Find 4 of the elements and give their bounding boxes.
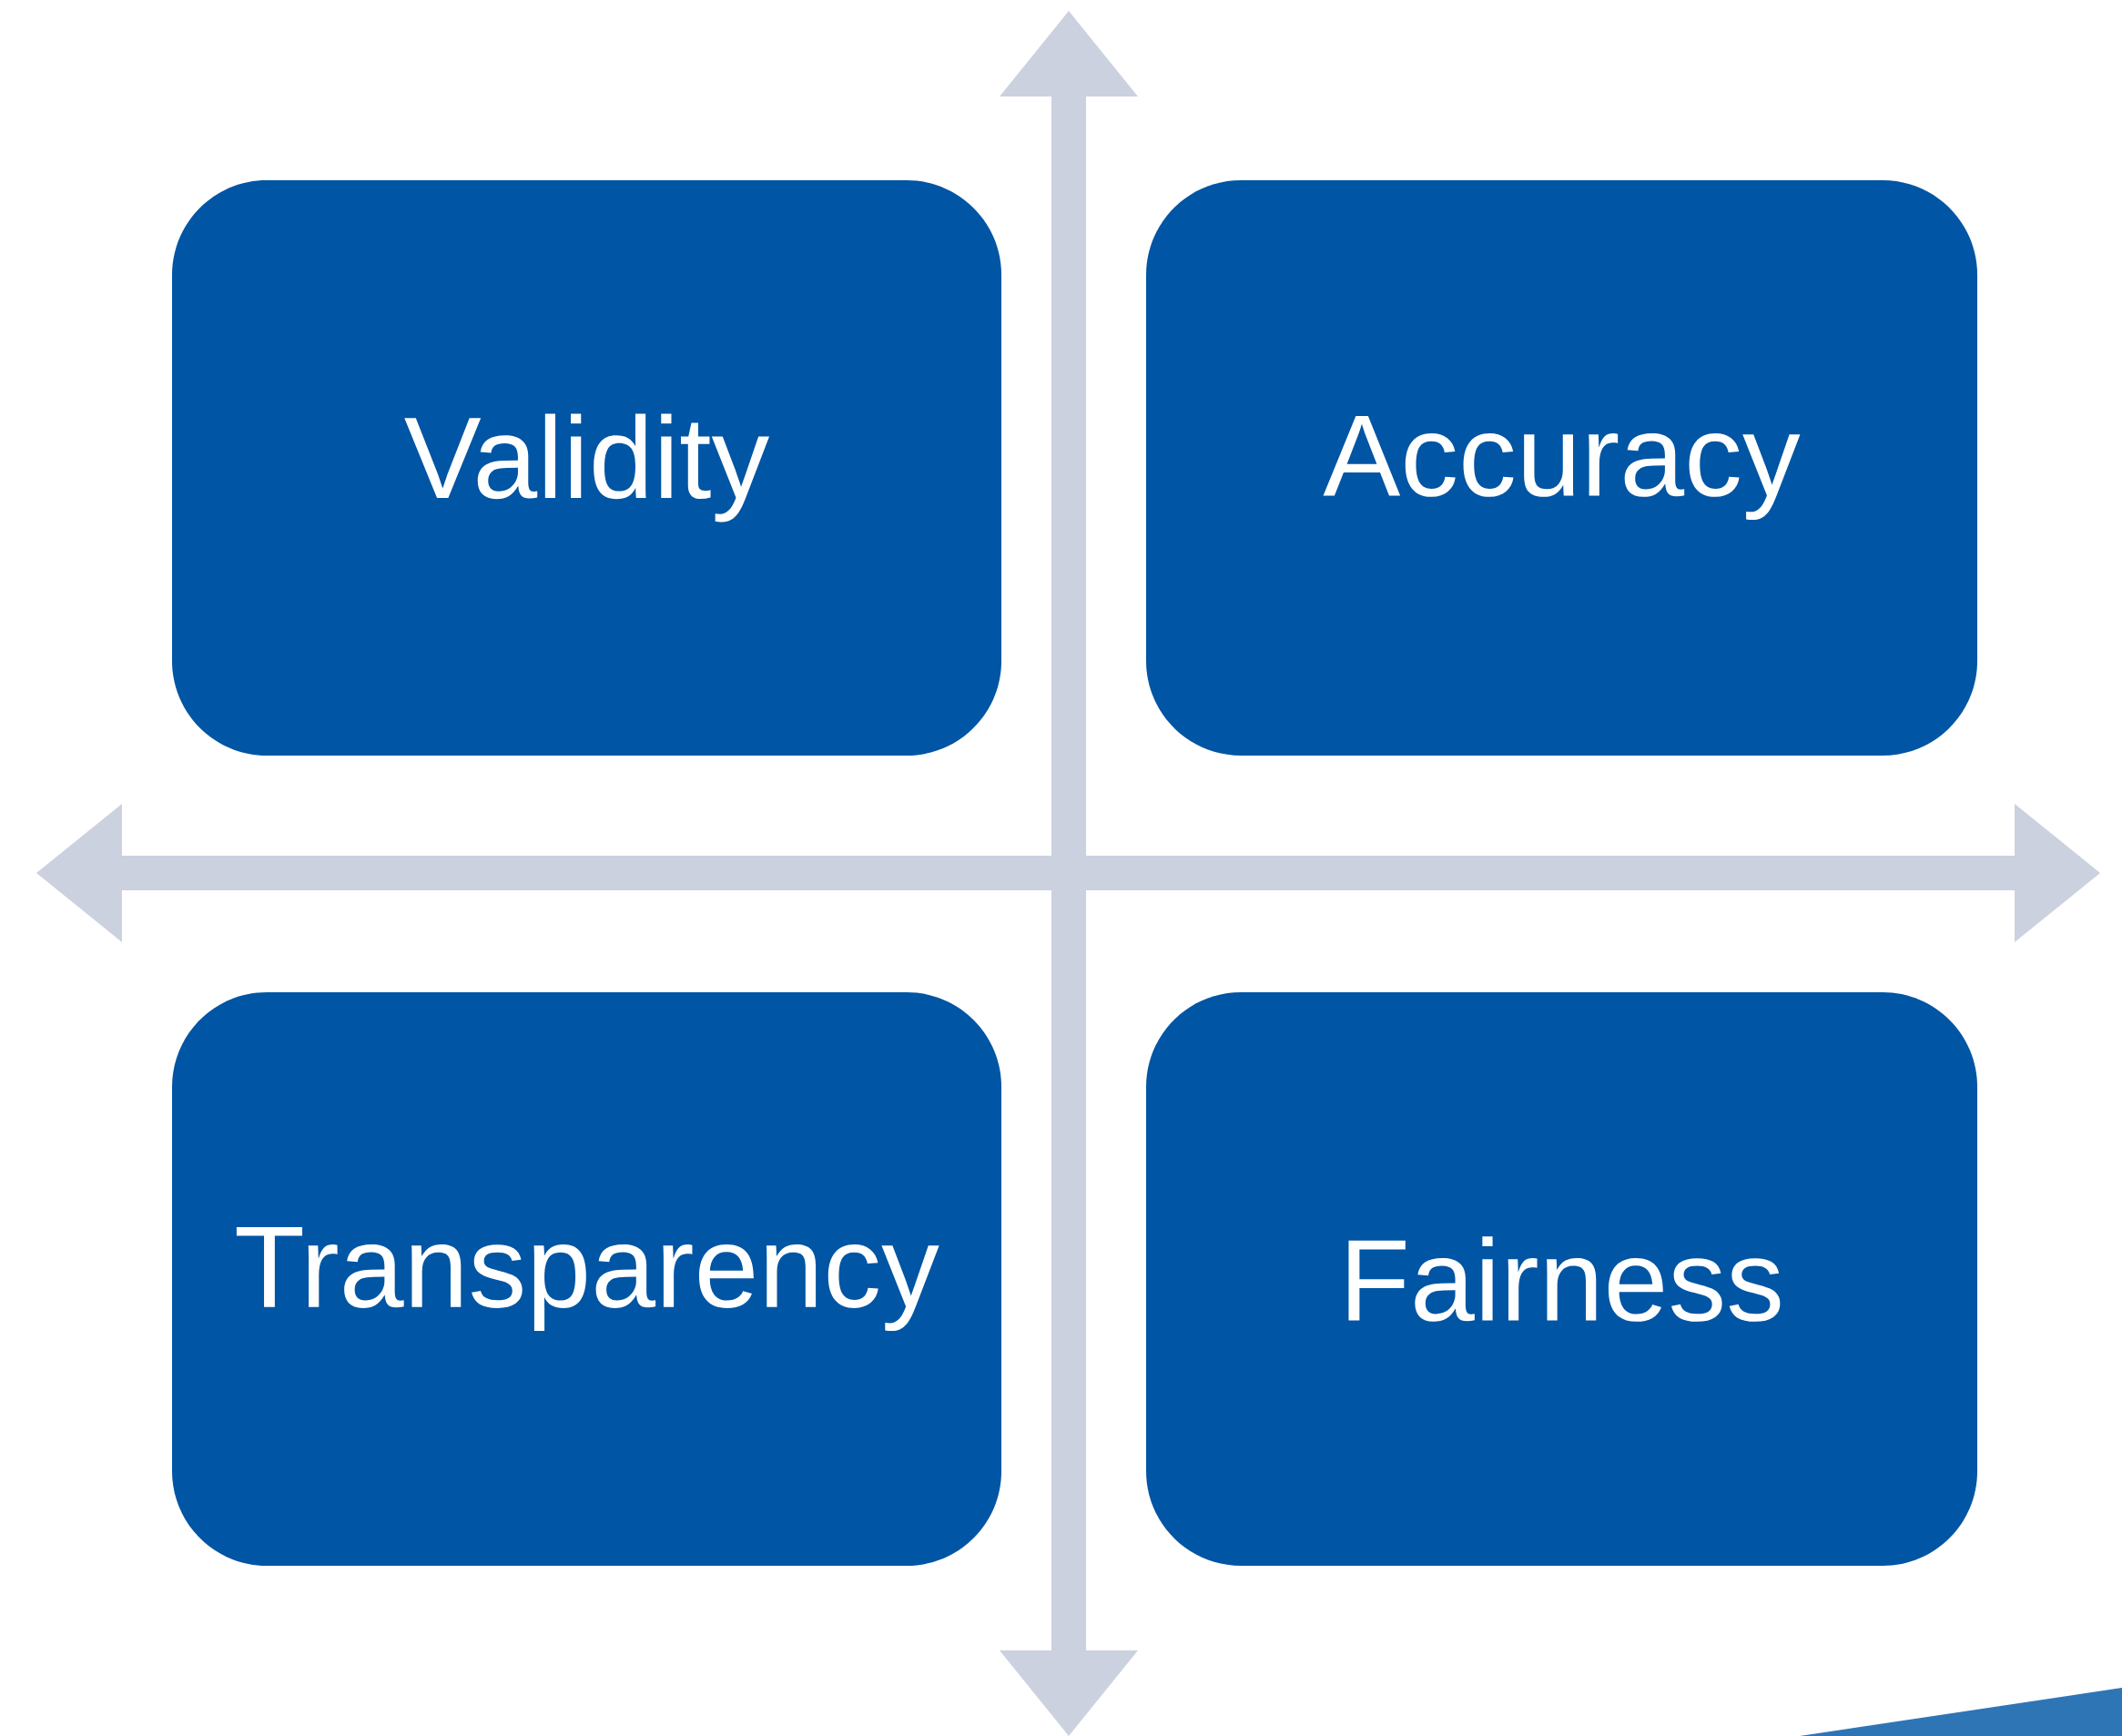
quadrant-box: Accuracy [1146, 179, 1978, 756]
quadrant-box: Validity [172, 179, 1001, 756]
quadrant-box: Fairness [1146, 992, 1978, 1566]
quadrant-box: Transparency [172, 992, 1001, 1566]
